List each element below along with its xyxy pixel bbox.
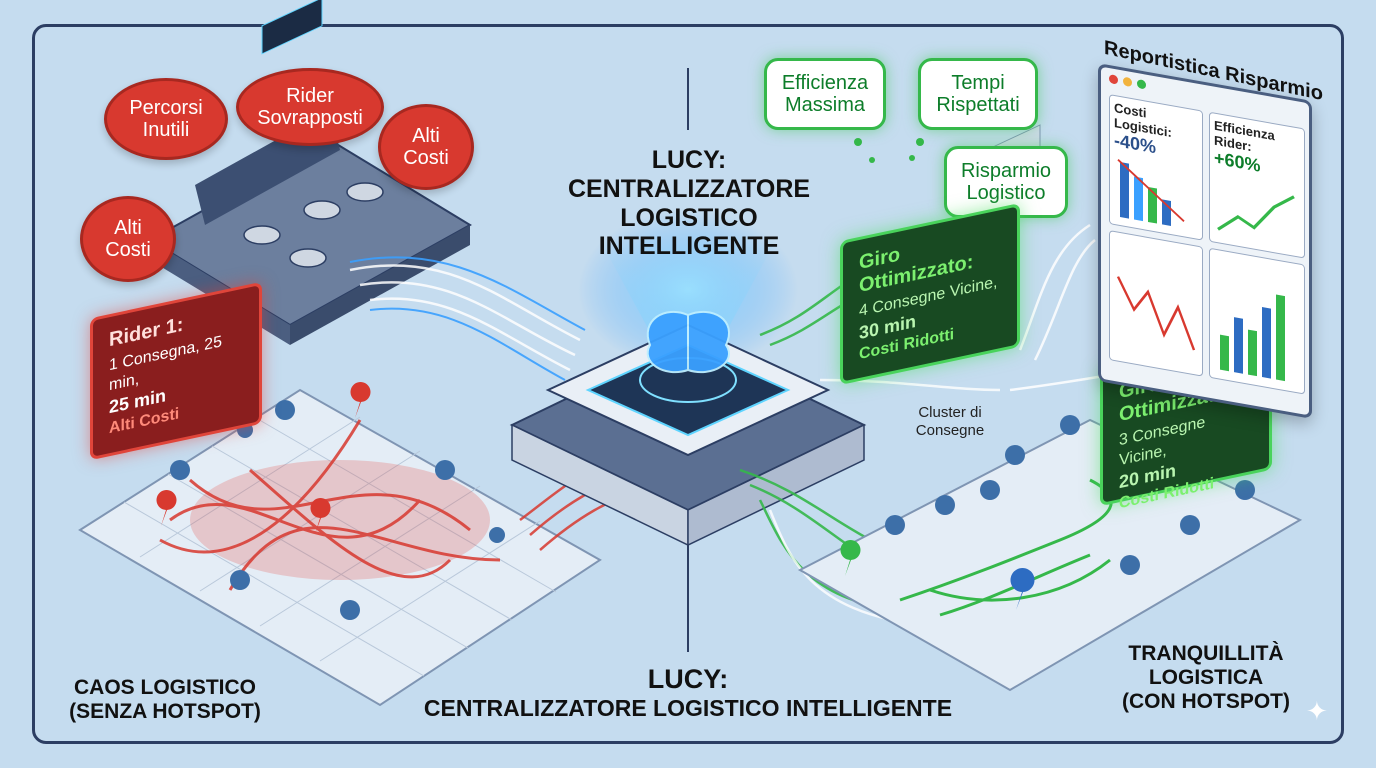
- caption-tranquillita: TRANQUILLITÀ LOGISTICA (CON HOTSPOT): [1108, 642, 1304, 714]
- chaos-map: [78, 382, 602, 707]
- bubble-alti-costi: Alti Costi: [378, 104, 474, 190]
- bubble-alti-costi: Alti Costi: [80, 196, 176, 282]
- center-title-line: LUCY:: [651, 146, 727, 174]
- line-chart-icon: [1116, 276, 1196, 351]
- caption-line: CENTRALIZZATORE LOGISTICO INTELLIGENTE: [423, 695, 953, 722]
- bar-chart-icon: [1117, 158, 1185, 227]
- pot-icon: [243, 225, 281, 245]
- bubble-text: Rider: [286, 85, 334, 107]
- bubble-risparmio-logistico: Risparmio Logistico: [944, 146, 1068, 218]
- scooter-rider-icon: [1005, 445, 1025, 465]
- lucy-server: [509, 210, 867, 547]
- bubble-text: Alti: [412, 125, 440, 147]
- bubble-text: Massima: [784, 94, 865, 116]
- bubble-text: Costi: [105, 239, 151, 261]
- maximize-dot-icon: [1137, 79, 1146, 90]
- center-title-line: CENTRALIZZATORE: [567, 174, 811, 203]
- cluster-label: Cluster di Consegne: [900, 404, 1000, 440]
- caption-line: LOGISTICA: [1148, 666, 1264, 690]
- scooter-rider-icon: [340, 600, 360, 620]
- walker-icon: [489, 527, 505, 543]
- scooter-rider-icon: [980, 480, 1000, 500]
- bar-chart-icon: [1220, 294, 1285, 382]
- bubble-rider-sovrapposti: Rider Sovrapposti: [236, 68, 384, 146]
- location-pin-icon: [156, 490, 177, 526]
- scooter-rider-icon: [885, 515, 905, 535]
- bubble-text: Alti: [114, 217, 142, 239]
- efficiency-metric-card: Efficienza Rider: +60%: [1209, 111, 1305, 259]
- bubble-text: Tempi: [951, 72, 1005, 94]
- line-chart-icon: [1217, 195, 1295, 231]
- scooter-rider-icon: [170, 460, 190, 480]
- caption-line: TRANQUILLITÀ: [1128, 642, 1284, 665]
- caption-line: LUCY:: [647, 664, 729, 694]
- center-title: LUCY: CENTRALIZZATORE LOGISTICO INTELLIG…: [548, 146, 830, 261]
- caption-lucy: LUCY: CENTRALIZZATORE LOGISTICO INTELLIG…: [418, 664, 958, 721]
- brain-icon: [646, 310, 730, 374]
- kitchen-data-flow: [349, 264, 581, 372]
- bubble-text: Sovrapposti: [257, 107, 363, 129]
- window-controls: [1109, 74, 1146, 90]
- scooter-rider-icon: [1235, 480, 1255, 500]
- scooter-rider-icon: [230, 570, 250, 590]
- outer-frame: [32, 24, 1344, 744]
- pot-icon: [346, 182, 384, 202]
- bubble-tempi-rispettati: Tempi Rispettati: [918, 58, 1038, 130]
- cost-metric-card: Costi Logistici: -40%: [1109, 94, 1203, 241]
- scooter-rider-icon: [935, 495, 955, 515]
- bubble-text: Rispettati: [936, 94, 1020, 116]
- caption-chaos: CAOS LOGISTICO (SENZA HOTSPOT): [60, 676, 270, 724]
- caption-line: (SENZA HOTSPOT): [69, 700, 261, 724]
- bubble-text: Inutili: [142, 119, 190, 141]
- bubble-text: Costi: [403, 147, 449, 169]
- sparkle-icon: ✦: [1306, 696, 1328, 726]
- minimize-dot-icon: [1123, 76, 1132, 88]
- location-pin-icon: [840, 540, 861, 576]
- growth-chart-card: [1209, 247, 1305, 395]
- scooter-rider-icon: [1060, 415, 1080, 435]
- trend-chart-card: [1109, 230, 1203, 377]
- scooter-rider-icon: [1180, 515, 1200, 535]
- bubble-text: Efficienza: [781, 72, 869, 94]
- scooter-rider-icon: [435, 460, 455, 480]
- pot-icon: [303, 200, 341, 220]
- cluster-label-line: Cluster di: [918, 404, 982, 421]
- bubble-percorsi-inutili: Percorsi Inutili: [104, 78, 228, 160]
- bubble-efficienza-massima: Efficienza Massima: [764, 58, 886, 130]
- location-pin-icon: [310, 498, 331, 534]
- caption-line: CAOS LOGISTICO: [73, 676, 256, 699]
- savings-report-window: Costi Logistici: -40% Efficienza Rider: …: [1098, 63, 1312, 419]
- location-pin-icon: [350, 382, 371, 418]
- pot-icon: [289, 248, 327, 268]
- bubble-text: Risparmio: [960, 160, 1052, 182]
- location-pin-icon: [1010, 568, 1035, 610]
- scooter-rider-icon: [275, 400, 295, 420]
- scooter-rider-icon: [1120, 555, 1140, 575]
- bubble-text: Logistico: [966, 182, 1046, 204]
- cluster-label-line: Consegne: [915, 422, 985, 439]
- close-dot-icon: [1109, 74, 1118, 85]
- bubble-text: Percorsi: [129, 97, 203, 119]
- center-title-line: INTELLIGENTE: [598, 232, 780, 261]
- caption-line: (CON HOTSPOT): [1122, 690, 1290, 714]
- center-title-line: LOGISTICO: [620, 203, 758, 232]
